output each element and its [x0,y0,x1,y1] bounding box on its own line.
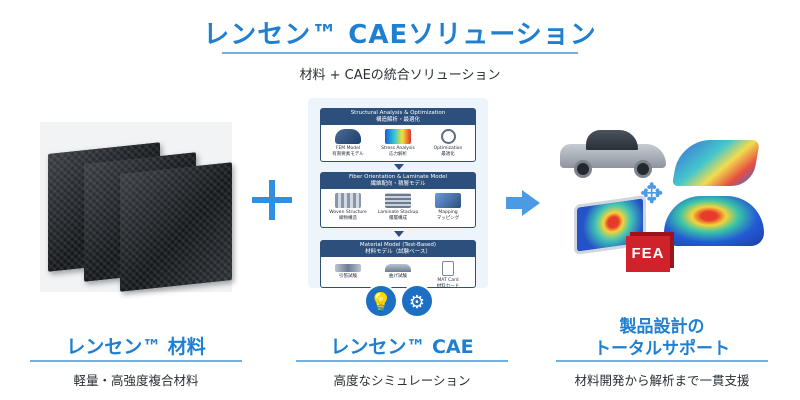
item-label-en: Woven Structure [329,210,367,215]
cae-description: 高度なシミュレーション [333,373,471,388]
item-label-ja: 材料カード [436,283,460,289]
analysis-title-ja: 構造解析・最適化 [375,117,420,123]
analysis-block: Structural Analysis & Optimization 構造解析・… [320,108,476,162]
item-label-ja: 最適化 [441,151,455,157]
item-label-ja: 有限要素モデル [332,151,364,157]
material-title-ja: 材料モデル（試験ベース） [365,249,431,255]
item-label-ja: 織物構造 [339,215,357,221]
bending-test-item: 曲げ試験 [374,259,422,289]
tensile-specimen-icon [335,264,361,272]
item-label-ja: 積層構成 [389,215,407,221]
arrow-right-icon [506,190,540,216]
woven-structure-item: Woven Structure 織物構造 [324,191,372,221]
item-label-en: Laminate Stackup [377,210,419,215]
woven-structure-icon [335,193,361,208]
carbon-sheets-image [40,122,232,292]
optimization-cycle-icon [440,129,456,144]
fiber-header: Fiber Orientation & Laminate Model 繊維配向・… [321,173,475,189]
mapping-item: Mapping マッピング [424,191,472,221]
item-label-ja: 曲げ試験 [389,274,407,279]
material-block: Material Model (Test-Based) 材料モデル（試験ベース）… [320,240,476,289]
cae-title: レンセン™ CAE [330,336,474,358]
item-label-ja: マッピング [436,215,460,221]
design-support-title-line1: 製品設計の [619,317,705,337]
lightbulb-icon: 💡 [364,284,398,318]
design-support-description: 材料開発から解析まで一貫支援 [574,373,750,388]
page-subtitle: 材料 + CAEの統合ソリューション [299,68,501,83]
arrow-up-icon [394,231,404,237]
divider [556,360,768,362]
laminate-stack-icon [385,193,411,208]
optimization-item: Optimization 最適化 [424,127,472,157]
analysis-header: Structural Analysis & Optimization 構造解析・… [321,109,475,125]
divider [30,360,242,362]
mat-card-item: MAT Card 材料カード [424,259,472,289]
item-label-en: Stress Analysis [381,146,415,151]
materials-title: レンセン™ 材料 [66,336,206,358]
fea-label: FEA [626,236,670,272]
design-support-title-line2: トータルサポート [594,339,730,359]
title-underline [222,52,578,54]
tensile-test-item: 引張試験 [324,259,372,289]
laminate-stackup-item: Laminate Stackup 積層構成 [374,191,422,221]
fea-shell-result [664,196,764,246]
fem-model-icon [335,129,361,144]
fem-model-item: FEM Model 有限要素モデル [324,127,372,157]
materials-description: 軽量・高強度複合材料 [73,373,199,388]
fiber-title-ja: 繊維配向・積層モデル [370,181,426,187]
fea-panel-result [671,140,761,186]
plus-icon [252,180,292,220]
divider [296,360,508,362]
item-label-en: Mapping [438,210,458,215]
arrow-up-icon [394,164,404,170]
item-label-en: FEM Model [335,146,361,151]
analysis-title-en: Structural Analysis & Optimization [350,110,446,116]
stress-analysis-item: Stress Analysis 応力解析 [374,127,422,157]
bending-specimen-icon [385,264,411,272]
stress-contour-icon [385,129,411,144]
material-title-en: Material Model (Test-Based) [359,242,437,248]
carbon-sheet [120,162,232,292]
page-title: レンセン™ CAEソリューション [203,20,597,50]
document-icon [442,261,454,276]
fiber-title-en: Fiber Orientation & Laminate Model [349,174,447,180]
mapping-icon [435,193,461,208]
car-illustration [560,128,666,180]
material-header: Material Model (Test-Based) 材料モデル（試験ベース） [321,241,475,257]
item-label-en: Optimization [433,146,463,151]
fiber-block: Fiber Orientation & Laminate Model 繊維配向・… [320,172,476,228]
item-label-en: MAT Card [437,278,459,283]
cae-diagram: Structural Analysis & Optimization 構造解析・… [308,98,488,289]
item-label-ja: 引張試験 [339,274,357,279]
gears-icon: ⚙ [400,284,434,318]
item-label-ja: 応力解析 [389,151,407,157]
